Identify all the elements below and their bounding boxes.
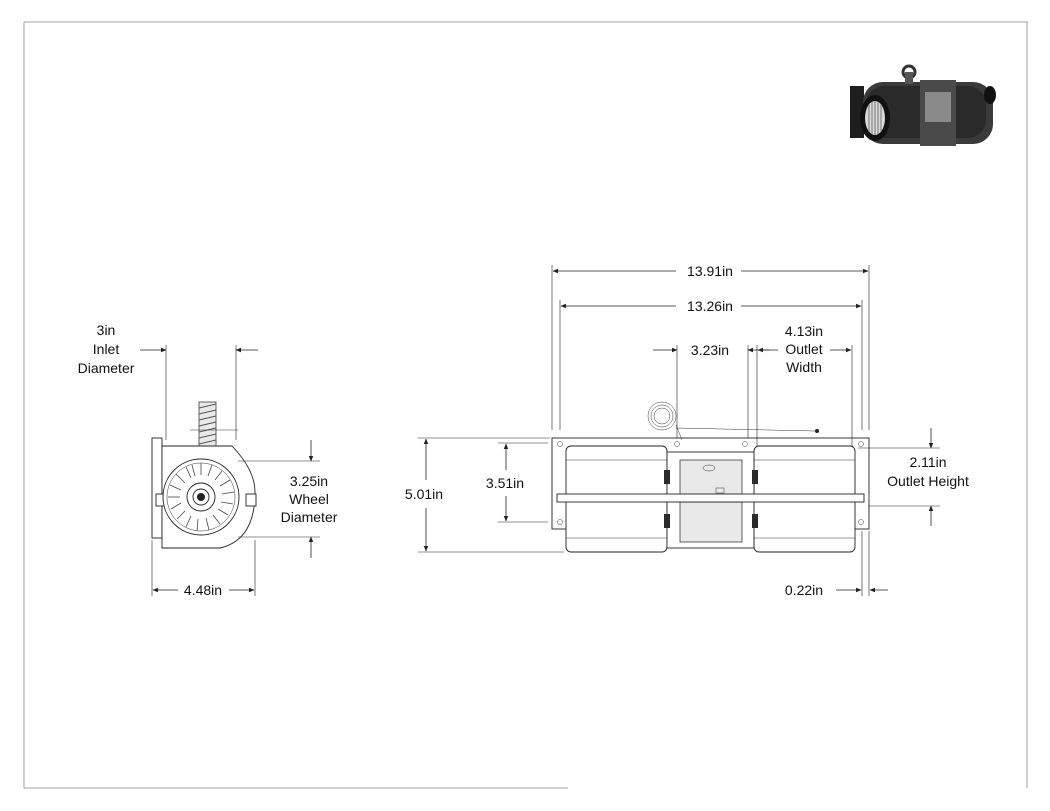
sheet-border bbox=[23, 21, 1028, 789]
center-gap-value: 3.23in bbox=[691, 342, 729, 358]
overall-length-value: 13.91in bbox=[687, 263, 733, 279]
inner-height-value: 3.51in bbox=[486, 475, 524, 491]
outlet-width-label-1: Outlet bbox=[785, 341, 822, 357]
wheel-dia-label-2: Diameter bbox=[281, 509, 338, 525]
outlet-width-label-2: Width bbox=[786, 359, 822, 375]
side-view bbox=[151, 401, 257, 549]
outlet-width-value: 4.13in bbox=[785, 323, 823, 339]
side-width-value: 4.48in bbox=[184, 582, 222, 598]
wheel-dia-value: 3.25in bbox=[290, 473, 328, 489]
outlet-height-value: 2.11in bbox=[909, 454, 946, 470]
side-flange bbox=[151, 437, 163, 539]
wheel-dia-label-1: Wheel bbox=[289, 491, 329, 507]
mount-length-value: 13.26in bbox=[687, 298, 733, 314]
front-view bbox=[551, 401, 870, 553]
inlet-dia-label-1: Inlet bbox=[93, 341, 120, 357]
overall-height-value: 5.01in bbox=[405, 486, 443, 502]
front-view-dimensions: 13.91in 13.26in 3.23in 4.13in Outlet Wid… bbox=[405, 263, 969, 598]
inlet-dia-value: 3in bbox=[97, 322, 116, 338]
flange-thickness-value: 0.22in bbox=[785, 582, 823, 598]
wire-coil-front bbox=[647, 401, 677, 431]
blower-3d-thumbnail-icon bbox=[850, 64, 996, 146]
inlet-dia-label-2: Diameter bbox=[78, 360, 135, 376]
side-view-dimensions: 3in Inlet Diameter 3.25in Wheel Diameter… bbox=[78, 322, 338, 598]
outlet-height-label: Outlet Height bbox=[887, 473, 969, 489]
